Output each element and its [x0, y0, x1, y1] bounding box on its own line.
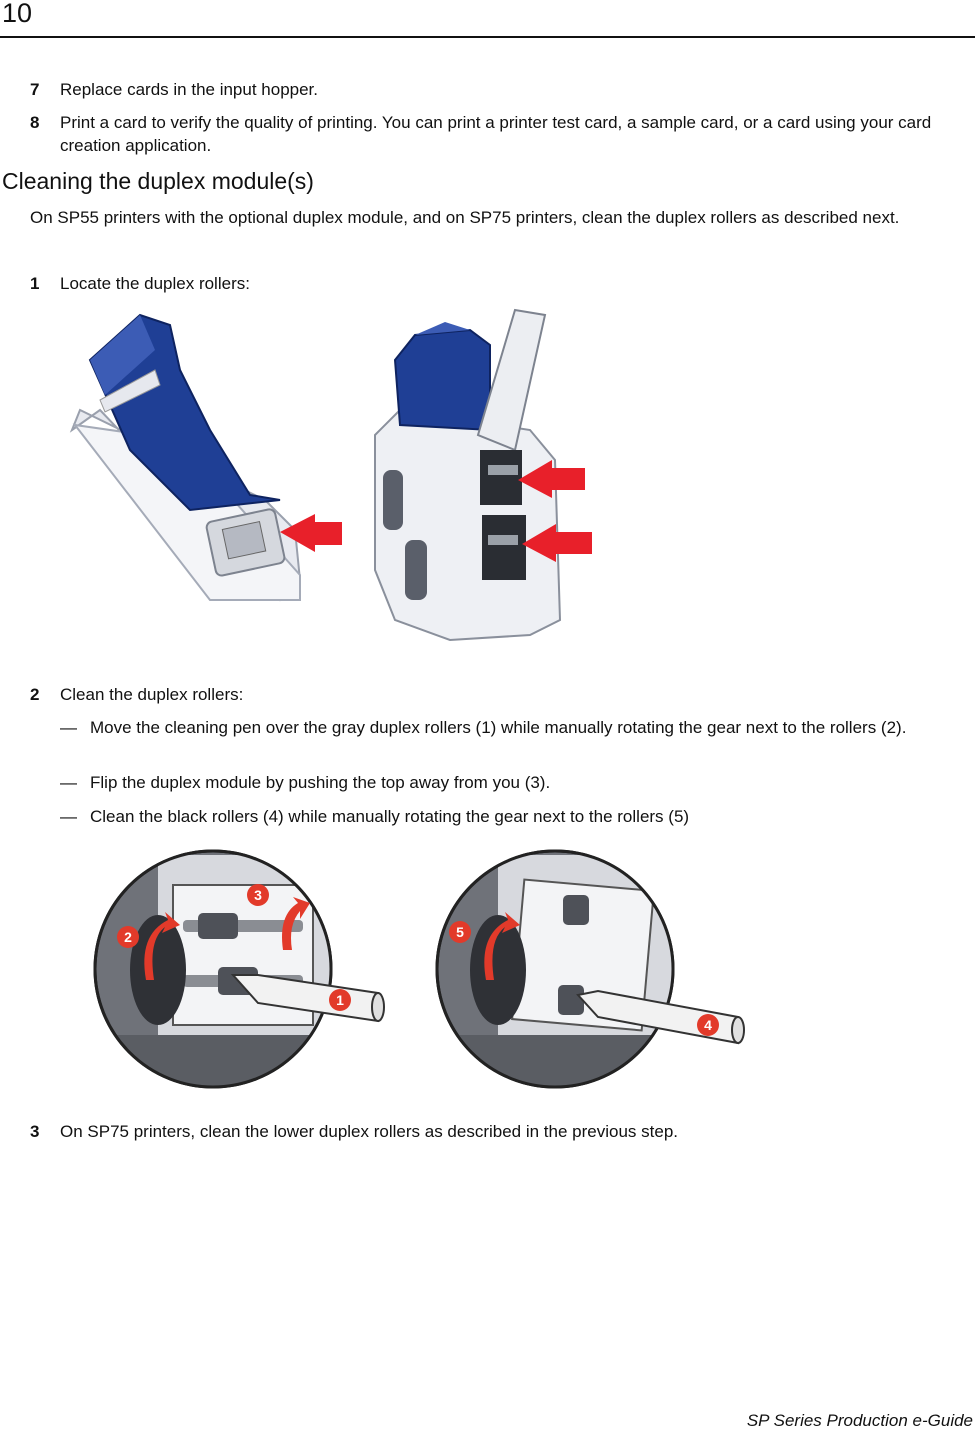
sp75-printer-illustration: [374, 308, 562, 642]
step-number: 1: [30, 274, 40, 293]
red-arrow-icon: [518, 460, 585, 498]
step-number: 2: [30, 685, 40, 704]
dash: —: [60, 807, 77, 826]
bullet-text: Flip the duplex module by pushing the to…: [90, 773, 551, 792]
red-arrow-icon: [280, 514, 342, 552]
callout-1: 1: [329, 989, 351, 1011]
callout-label: 2: [124, 929, 132, 945]
bullet-text: Move the cleaning pen over the gray dupl…: [90, 718, 907, 737]
cleaning-steps-figure: 1 2 3 4 5: [93, 849, 745, 1089]
header-rule: [0, 36, 975, 38]
callout-label: 5: [456, 924, 464, 940]
bullet-text: Clean the black rollers (4) while manual…: [90, 807, 690, 826]
step-text: Replace cards in the input hopper.: [60, 80, 319, 99]
callout-label: 1: [336, 992, 344, 1008]
sp55-printer-illustration: [69, 313, 302, 602]
duplex-rollers-figure: [69, 308, 592, 642]
callout-2: 2: [117, 926, 139, 948]
step-text: Locate the duplex rollers:: [60, 274, 250, 293]
rotate-arrow-icon: [144, 912, 180, 980]
section-intro: On SP55 printers with the optional duple…: [30, 208, 900, 227]
detail-view-right: [435, 849, 745, 1089]
page-number: 10: [2, 0, 33, 28]
dash: —: [60, 718, 77, 737]
detail-view-left: [93, 849, 385, 1089]
red-arrow-icon: [522, 524, 592, 562]
rotate-arrow-icon: [282, 897, 310, 950]
section-title: Cleaning the duplex module(s): [2, 168, 314, 194]
step-number: 8: [30, 113, 40, 132]
step-text: Print a card to verify the quality of pr…: [60, 113, 932, 155]
cleaning-pen-illustration: [576, 989, 745, 1045]
footer-title: SP Series Production e-Guide: [746, 1411, 973, 1430]
step-number: 7: [30, 80, 40, 99]
step-text: On SP75 printers, clean the lower duplex…: [60, 1122, 678, 1141]
step-number: 3: [30, 1122, 40, 1141]
callout-3: 3: [247, 884, 269, 906]
callout-4: 4: [697, 1014, 719, 1036]
callout-label: 3: [254, 887, 262, 903]
callout-label: 4: [704, 1017, 712, 1033]
rotate-arrow-icon: [484, 912, 520, 980]
step-text: Clean the duplex rollers:: [60, 685, 244, 704]
callout-5: 5: [449, 921, 471, 943]
dash: —: [60, 773, 77, 792]
